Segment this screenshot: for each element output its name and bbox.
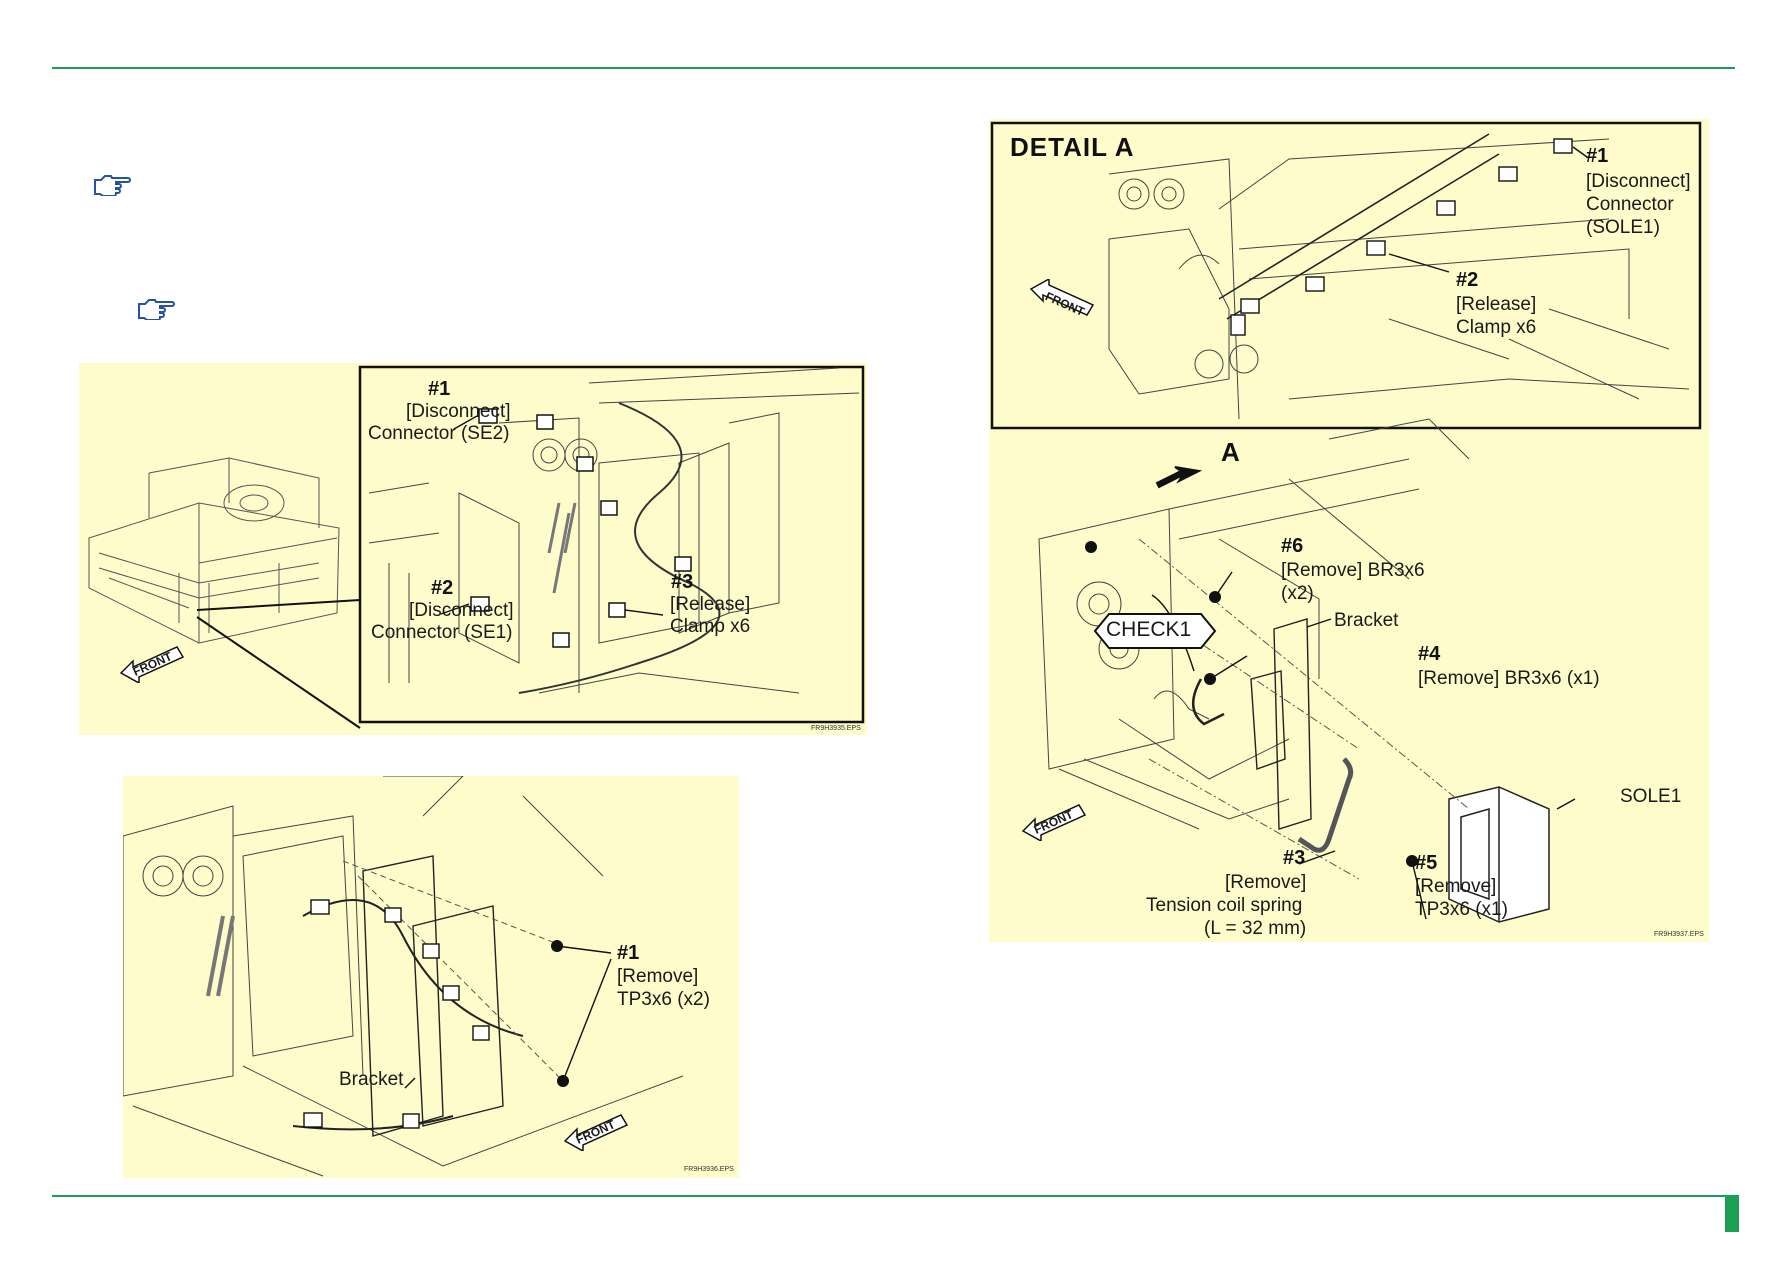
callout-number: #1 [1586, 145, 1609, 167]
figure3-line-art [990, 121, 1702, 923]
callout-number: #5 [1415, 852, 1438, 874]
callout-text: (L = 32 mm) [1204, 918, 1307, 939]
callout-part: TP3x6 (x2) [617, 989, 710, 1010]
callout-number: #1 [617, 942, 640, 964]
bracket-label: Bracket [339, 1069, 404, 1090]
callout-part: Connector (SE1) [371, 622, 513, 643]
callout-text: [Remove] [1225, 872, 1307, 893]
figure-filename: FR9H3936.EPS [684, 1166, 734, 1173]
callout-number: #3 [1283, 847, 1306, 869]
callout-part: Clamp x6 [1456, 317, 1537, 338]
callout-action: [Disconnect] [409, 600, 514, 621]
callout-part: Connector [1586, 194, 1674, 215]
figure-bracket-removal: #1 [Remove] TP3x6 (x2) Bracket FRONT FR9… [123, 776, 739, 1178]
callout-text: [Remove] BR3x6 [1281, 560, 1425, 581]
callout-text: [Remove] [1415, 876, 1497, 897]
callout-action: [Disconnect] [1586, 171, 1691, 192]
callout-number: #2 [1456, 269, 1479, 291]
front-arrow-icon [1029, 279, 1095, 316]
figure-filename: FR9H3935.EPS [811, 725, 861, 732]
figure-solenoid-removal: DETAIL A #1 [Disconnect] Connector (SOLE… [989, 119, 1709, 942]
callout-action: [Remove] [617, 966, 699, 987]
detail-title: DETAIL A [1010, 132, 1135, 162]
figure1-line-art [88, 365, 865, 729]
footer-rule [52, 1195, 1735, 1197]
view-label: A [1221, 437, 1240, 467]
front-arrow-icon [119, 646, 185, 683]
callout-action: [Disconnect] [406, 401, 511, 422]
pointing-hand-icon[interactable] [137, 296, 177, 320]
callout-text: (x2) [1281, 583, 1314, 604]
callout-part: Connector (SE2) [368, 423, 510, 444]
check-label: CHECK1 [1106, 618, 1192, 641]
view-arrow-icon [1155, 466, 1203, 489]
check-badge [1093, 613, 1217, 649]
callout-number: #1 [428, 378, 451, 400]
sole-label: SOLE1 [1620, 786, 1682, 807]
screw-marker [1085, 541, 1097, 553]
callout-text: TP3x6 (x1) [1415, 899, 1508, 920]
front-arrow-icon [563, 1114, 629, 1151]
page-tab-marker [1725, 1195, 1739, 1232]
header-rule [52, 67, 1735, 69]
callout-text: [Remove] BR3x6 (x1) [1418, 668, 1600, 689]
callout-part: (SOLE1) [1586, 217, 1660, 238]
figure-connector-disconnect: #1 [Disconnect] Connector (SE2) #2 [Disc… [79, 363, 867, 735]
callout-part: Clamp x6 [670, 616, 751, 637]
callout-text: Tension coil spring [1146, 895, 1303, 916]
callout-number: #2 [431, 577, 454, 599]
callout-action: [Release] [670, 594, 751, 615]
callout-number: #4 [1418, 643, 1441, 665]
front-arrow-icon [1021, 804, 1087, 841]
pointing-hand-icon[interactable] [93, 172, 133, 196]
callout-number: #6 [1281, 535, 1304, 557]
bracket-label: Bracket [1334, 610, 1399, 631]
callout-number: #3 [671, 571, 694, 593]
figure-filename: FR9H3937.EPS [1654, 931, 1704, 938]
figure2-line-art [123, 776, 684, 1177]
callout-action: [Release] [1456, 294, 1537, 315]
